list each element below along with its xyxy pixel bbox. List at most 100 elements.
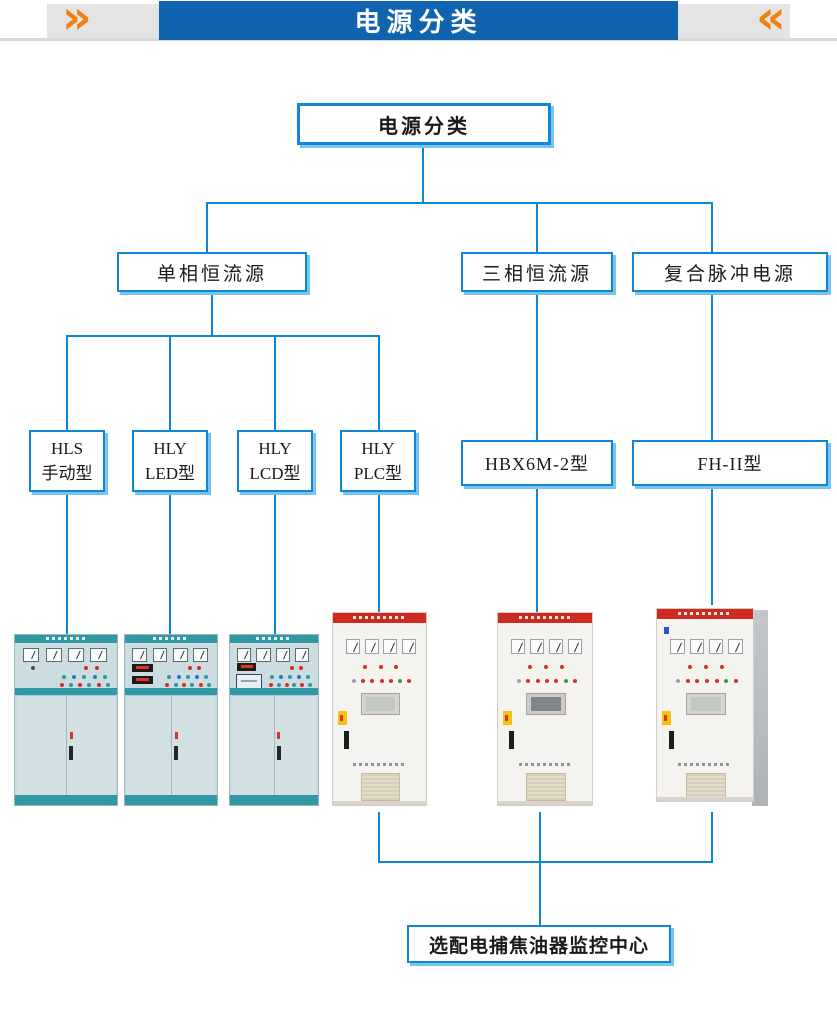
band-text-marks [256,637,292,640]
analog-meter [364,639,379,654]
cabinet-base [125,795,217,805]
node-label: 选配电捕焦油器监控中心 [428,935,649,957]
connector-line [711,202,713,252]
lcd-text-marks [240,679,258,682]
cabinet-doors [17,695,115,795]
analog-meter [567,639,582,654]
node-hls-manual: HLS 手动型 [29,430,105,492]
connector-line [66,492,68,635]
cabinet-fh-ii-photo [656,604,768,806]
cabinet-face [656,608,754,802]
indicator-light [516,679,521,683]
indicator-light [69,683,74,687]
indicator-light [360,679,365,683]
node-fh-ii: FH-II型 [632,440,828,486]
lcd-screen [690,697,722,711]
warning-sticker [661,711,671,725]
analog-meter [152,648,168,662]
analog-meter [275,648,291,662]
analog-meter [670,639,685,654]
cabinet-doors [126,695,216,795]
meter-needle [696,642,702,652]
indicator-light [362,665,367,669]
indicator-light [288,675,293,679]
warning-mark [505,714,509,721]
meter-needle [371,642,377,652]
cabinet-hls-manual-photo [14,634,118,806]
indicator-light [187,666,192,670]
warning-sticker [337,711,347,725]
indicator-light [305,675,310,679]
lcd-display [360,693,401,715]
node-label-line2: LED型 [144,464,196,483]
analog-meter [23,648,40,662]
node-label-line1: HLY [361,438,395,458]
analog-meter [237,648,252,662]
indicator-light [59,683,64,687]
connector-line [206,202,208,252]
cabinet-base [333,801,426,805]
door-handle [276,745,281,760]
band-text-marks [353,616,406,619]
meter-needle [282,651,288,660]
connector-line [711,292,713,440]
door-seam [170,696,172,795]
led-display [132,664,153,672]
manufacturer-text-marks [678,763,732,766]
connector-line [422,145,424,203]
connector-line [711,812,713,863]
connector-line [169,492,171,635]
indicator-light [388,679,393,683]
meter-needle [31,651,36,660]
cabinet-hly-led-photo [124,634,218,806]
indicator-light [685,679,690,683]
connector-line [711,486,713,605]
indicator-light [165,683,170,687]
indicator-light [292,683,297,687]
indicator-light [526,679,531,683]
lightning-mark [174,731,178,739]
analog-meter [689,639,705,654]
warning-mark [664,714,668,721]
indicator-light [105,683,110,687]
indicator-light [198,683,203,687]
meter-needle [139,651,145,660]
connector-line [536,292,538,440]
meter-needle [555,642,561,652]
node-monitoring-center: 选配电捕焦油器监控中心 [407,925,671,963]
indicator-light [82,675,87,679]
analog-meter [728,639,743,654]
connector-line [211,292,213,335]
indicator-light [394,665,399,669]
manufacturer-text-marks [353,763,406,766]
indicator-light [279,675,284,679]
manufacturer-text-marks [518,763,572,766]
vent-grille [526,773,566,801]
analog-meter [295,648,310,662]
meter-needle [390,642,395,652]
indicator-light [194,675,199,679]
node-label: 单相恒流源 [156,263,267,285]
lcd-display [236,674,262,689]
indicator-light [563,679,568,683]
analog-meter [511,639,526,654]
node-label-line2: PLC型 [353,464,403,483]
warning-mark [340,714,344,721]
analog-meter [132,648,148,662]
node-label: FH-II型 [697,454,763,474]
indicator-light [720,665,725,669]
meter-needle [715,642,721,652]
led-display [237,663,257,671]
analog-meter [383,639,398,654]
indicator-light [379,679,384,683]
connector-line [66,335,68,430]
led-digits [136,678,149,681]
indicator-light [204,675,209,679]
cabinet-base [230,795,318,805]
analog-meter [90,648,107,662]
analog-meter [548,639,563,654]
connector-line [539,861,541,925]
lcd-display [685,693,727,715]
analog-meter [68,648,85,662]
cabinet-hbx6m-2-photo [497,612,593,806]
